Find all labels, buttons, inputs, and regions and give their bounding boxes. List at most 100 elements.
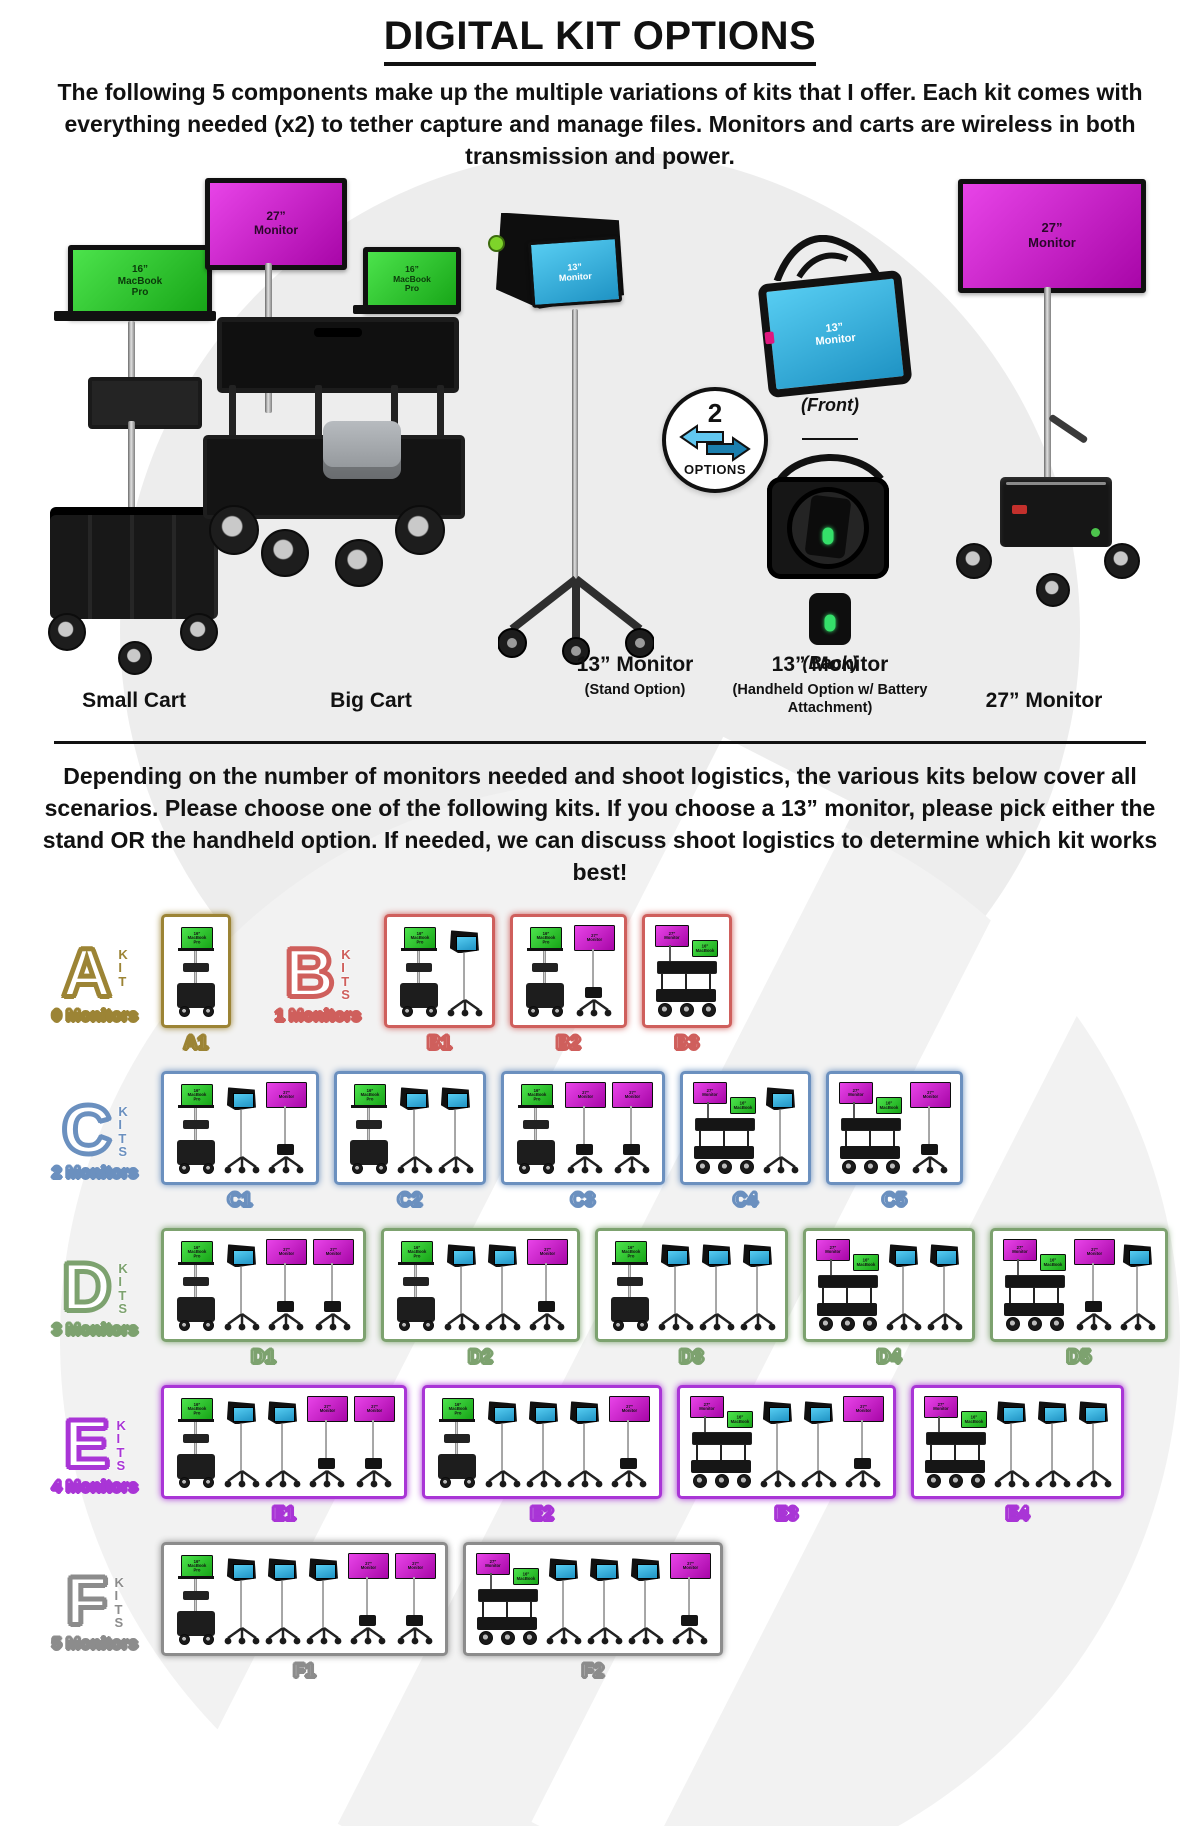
mini-27-monitor-stand: 27”Monitor bbox=[608, 1396, 650, 1488]
mini-13-monitor-stand bbox=[658, 1239, 694, 1331]
options-label: OPTIONS bbox=[683, 462, 746, 478]
rolling-stand-base bbox=[350, 1627, 386, 1645]
mini-27-monitor-stand: 27”Monitor bbox=[526, 1239, 568, 1331]
cart-leg bbox=[437, 384, 444, 443]
mini-27-monitor-stand: 27”Monitor bbox=[564, 1082, 606, 1174]
monitor-13-screen: 13” Monitor bbox=[527, 235, 623, 308]
strap bbox=[773, 234, 883, 281]
rolling-stand-base bbox=[268, 1313, 304, 1331]
kit-monitor-count: 1 Monitors bbox=[274, 1004, 362, 1026]
kit-monitor-count: 0 Monitors bbox=[51, 1004, 139, 1026]
kit-label-D4: D4 bbox=[876, 1346, 903, 1370]
rolling-stand-base bbox=[265, 1627, 301, 1645]
rolling-stand-base bbox=[658, 1313, 694, 1331]
component-label-13-handheld: 13” Monitor bbox=[771, 652, 889, 676]
rolling-stand-base bbox=[801, 1470, 837, 1488]
handle-slot bbox=[314, 327, 362, 337]
rolling-stand-base bbox=[628, 1627, 664, 1645]
rolling-stand-base bbox=[587, 1627, 623, 1645]
mini-27-monitor-stand: 27”Monitor bbox=[265, 1239, 307, 1331]
cart-leg bbox=[315, 384, 322, 443]
monitor-27-stand-figure: 27” Monitor bbox=[950, 175, 1150, 655]
rolling-stand-base bbox=[268, 1156, 304, 1174]
mini-13-monitor-stand bbox=[1120, 1239, 1156, 1331]
kit-label-C1: C1 bbox=[227, 1189, 254, 1213]
mini-13-monitor-stand bbox=[224, 1396, 260, 1488]
kit-letter: B bbox=[283, 934, 336, 1011]
options-badge: 2 OPTIONS bbox=[662, 386, 768, 493]
front-caption: (Front) bbox=[801, 394, 859, 415]
mini-13-monitor-stand bbox=[886, 1239, 922, 1331]
rolling-stand-base bbox=[224, 1470, 260, 1488]
rolling-stand-base bbox=[546, 1627, 582, 1645]
rolling-stand-base bbox=[438, 1156, 474, 1174]
back-caption: (Back) bbox=[802, 652, 858, 673]
mini-13-monitor-stand bbox=[546, 1553, 582, 1645]
power-button bbox=[1012, 504, 1027, 514]
rolling-stand-base bbox=[567, 1470, 603, 1488]
mini-13-monitor-stand bbox=[1035, 1396, 1071, 1488]
section-divider bbox=[54, 740, 1146, 744]
rolling-stand-base bbox=[740, 1313, 776, 1331]
rolling-stand-base bbox=[912, 1156, 948, 1174]
kit-label-F1: F1 bbox=[292, 1660, 317, 1684]
cart-leg bbox=[391, 384, 398, 443]
rolling-stand-base bbox=[356, 1470, 392, 1488]
rolling-stand-base bbox=[265, 1470, 301, 1488]
pole bbox=[128, 420, 135, 509]
rolling-stand-base bbox=[309, 1470, 345, 1488]
mini-13-monitor-stand bbox=[265, 1553, 301, 1645]
rolling-stand-base bbox=[397, 1627, 433, 1645]
mini-13-monitor-stand bbox=[265, 1396, 301, 1488]
mini-27-monitor-stand: 27”Monitor bbox=[347, 1553, 389, 1645]
mini-27-monitor-stand: 27”Monitor bbox=[669, 1553, 711, 1645]
rolling-stand-base bbox=[444, 1313, 480, 1331]
intro-paragraph: The following 5 components make up the m… bbox=[57, 79, 1143, 170]
kit-label-D3: D3 bbox=[678, 1346, 705, 1370]
rolling-stand-base bbox=[447, 999, 483, 1017]
monitor-13-stand-figure: 13” Monitor bbox=[488, 212, 663, 683]
rolling-stand-base bbox=[397, 1156, 433, 1174]
mini-13-monitor-stand bbox=[397, 1082, 433, 1174]
wheel bbox=[209, 504, 259, 555]
